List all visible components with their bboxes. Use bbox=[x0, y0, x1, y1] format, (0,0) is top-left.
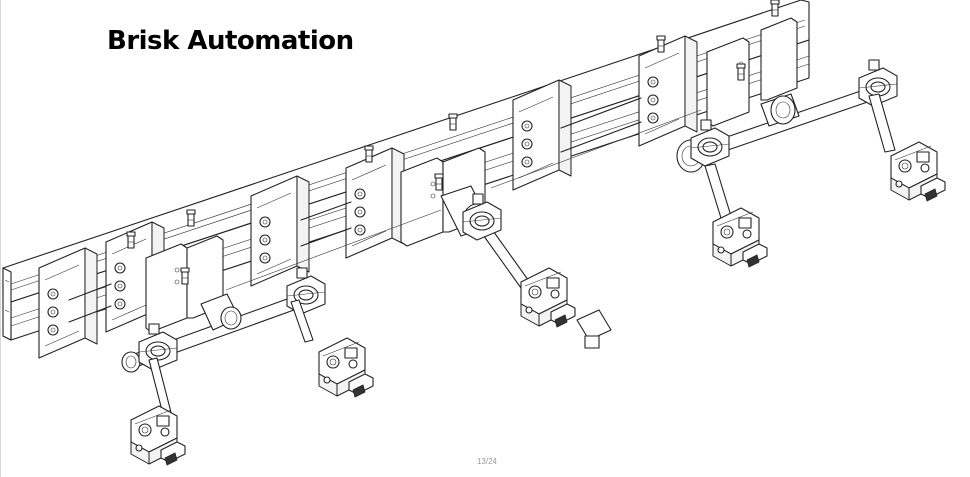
page-number: 13/24 bbox=[476, 457, 498, 466]
slide-title: Brisk Automation bbox=[107, 26, 354, 56]
